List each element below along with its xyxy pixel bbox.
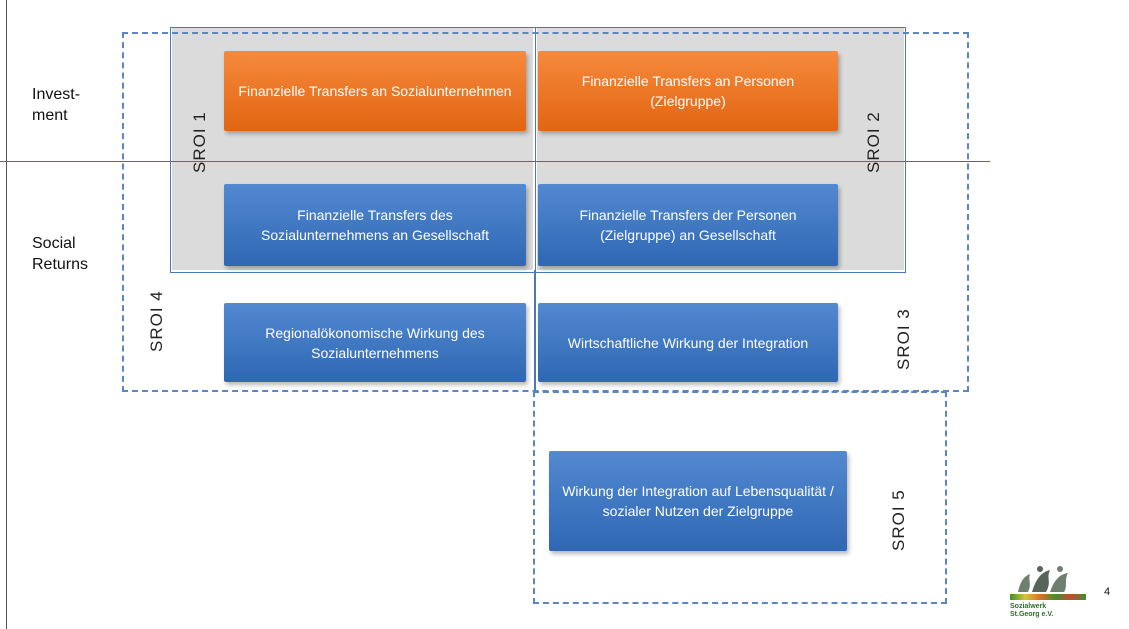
box-economic-effect-integration: Wirtschaftliche Wirkung der Integration	[538, 303, 838, 382]
logo-figures-icon	[1018, 566, 1068, 592]
sroi5-dashed-frame	[533, 391, 947, 604]
sroi3-label: SROI 3	[894, 308, 913, 370]
left-border-line	[6, 0, 7, 629]
row-label-social-returns: Social Returns	[32, 235, 89, 273]
logo-text-line2: St.Georg e.V.	[1010, 611, 1054, 618]
box-effect-integration-quality: Wirkung der Integration auf Lebensqualit…	[549, 451, 847, 551]
box-transfers-of-social-enterprise: Finanzielle Transfers des Sozialunterneh…	[224, 184, 526, 266]
sroi3-divider-line	[534, 270, 536, 392]
sroi2-frame	[535, 27, 906, 273]
sroi4-label: SROI 4	[147, 290, 166, 352]
sroi5-label: SROI 5	[889, 489, 908, 551]
logo-text-line1: Sozialwerk	[1010, 603, 1047, 610]
box-transfers-of-persons: Finanzielle Transfers der Personen (Ziel…	[538, 184, 838, 266]
page-number: 4	[1104, 586, 1111, 598]
box-transfers-to-social-enterprises: Finanzielle Transfers an Sozialunternehm…	[224, 51, 526, 131]
sozialwerk-logo: Sozialwerk St.Georg e.V.	[1010, 564, 1086, 620]
section-divider-line	[0, 161, 990, 162]
row-label-investment: Invest- ment	[32, 86, 81, 124]
sroi1-label: SROI 1	[190, 111, 209, 173]
box-transfers-to-persons: Finanzielle Transfers an Personen (Zielg…	[538, 51, 838, 131]
sroi2-label: SROI 2	[864, 111, 883, 173]
logo-color-strip	[1010, 594, 1086, 600]
box-regional-economic-effect: Regionalökonomische Wirkung des Sozialun…	[224, 303, 526, 382]
